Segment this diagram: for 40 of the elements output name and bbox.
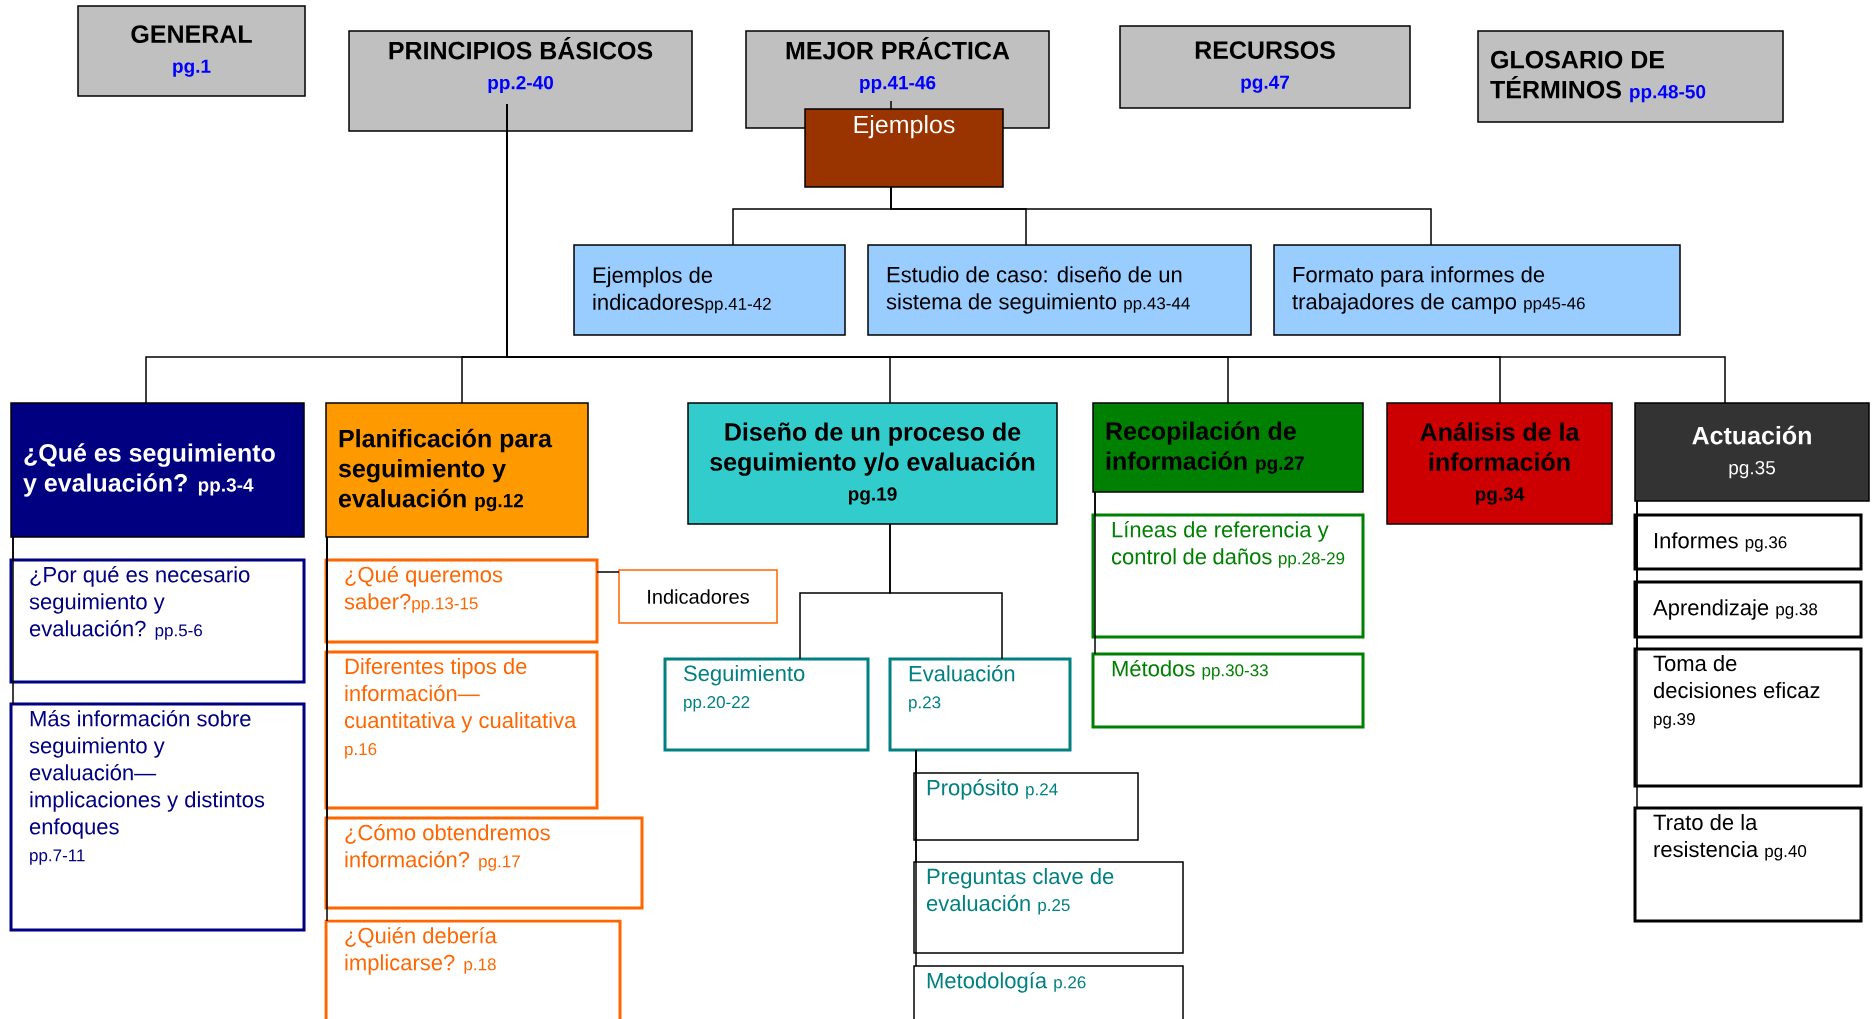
category-box: Recopilación de información pg.27 [1092, 402, 1364, 493]
topic-box: ¿Quién debería implicarse? p.18 [324, 919, 622, 1019]
connector-line [506, 103, 1726, 404]
connector-line [890, 186, 1432, 246]
connector-line [1636, 500, 1638, 809]
examples-box: Ejemplos [804, 108, 1004, 188]
connector-line [915, 749, 917, 967]
category-box: Diseño de un proceso de seguimiento y/o evaluación pg.19 [687, 402, 1058, 525]
connector-line [1094, 491, 1096, 655]
example-box: Formato para informes de trabajadores de campo pp45-46 [1273, 244, 1681, 336]
connector-line [12, 536, 14, 705]
subtopic-box: Propósito p.24 [913, 772, 1139, 841]
subtopic-box: Metodología p.26 [913, 965, 1184, 1019]
topic-box: Informes pg.36 [1633, 513, 1863, 571]
topic-box: Aprendizaje pg.38 [1633, 580, 1863, 639]
subtopic-box: Preguntas clave de evaluación p.25 [913, 861, 1184, 954]
topic-box: Trato de la resistencia pg.40 [1633, 806, 1863, 923]
topic-box: Más información sobre seguimiento y evaluación—implicaciones y distintos enfoques pp.7-11 [9, 702, 306, 932]
category-box: Planificación para seguimiento y evaluación pg.12 [325, 402, 589, 538]
topic-box: Líneas de referencia y control de daños pp.28-29 [1091, 513, 1365, 639]
section-box: RECURSOS pg.47 [1119, 25, 1411, 109]
connector-line [326, 536, 328, 922]
topic-box: Métodos pp.30-33 [1091, 652, 1365, 729]
subtopic-box: Indicadores [618, 569, 778, 624]
example-box: Estudio de caso: diseño de un sistema de seguimiento pp.43-44 [867, 244, 1252, 336]
category-box: ¿Qué es seguimiento y evaluación? pp.3-4 [10, 402, 305, 538]
topic-box: ¿Por qué es necesario seguimiento y evaluación? pp.5-6 [9, 558, 306, 684]
section-box: GLOSARIO DE TÉRMINOS pp.48-50 [1477, 30, 1784, 123]
connector-line [890, 100, 892, 110]
topic-box: Evaluación p.23 [888, 657, 1072, 752]
section-box: GENERAL pg.1 [77, 5, 306, 97]
topic-box: Diferentes tipos de información—cuantitativa y cualitativa p.16 [324, 650, 599, 810]
topic-box: Toma de decisiones eficaz pg.39 [1633, 647, 1863, 788]
topic-box: Seguimiento pp.20-22 [663, 657, 870, 752]
section-box: PRINCIPIOS BÁSICOS pp.2-40 [348, 30, 693, 132]
category-box: Análisis de la información pg.34 [1386, 402, 1613, 525]
connector-line [596, 571, 620, 573]
connector-line [889, 523, 1003, 660]
category-box: Actuación pg.35 [1634, 402, 1870, 502]
topic-box: ¿Cómo obtendremos información? pg.17 [324, 816, 644, 910]
